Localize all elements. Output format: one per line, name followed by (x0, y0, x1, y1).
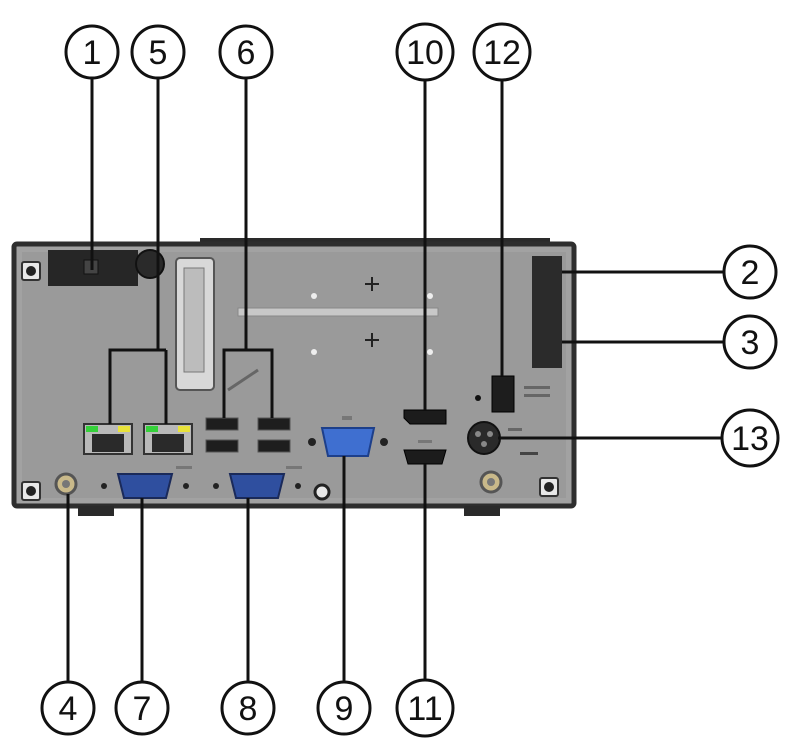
hdmi-label (418, 440, 432, 443)
callout-13: 13 (720, 408, 780, 468)
ground-screw-right-core (487, 478, 495, 486)
callout-1-label: 1 (83, 34, 102, 72)
displayport-port (403, 409, 447, 425)
round-power-connector (467, 421, 501, 455)
expansion-bracket-slot (183, 267, 205, 373)
screw-mid-bottom (313, 483, 331, 501)
chassis-inner-shade (22, 252, 566, 498)
hdmi-port (403, 449, 447, 465)
usb-port-2 (205, 439, 239, 453)
callout-12-label: 12 (483, 34, 521, 72)
serial-port-2 (213, 466, 302, 499)
usb-ports (205, 417, 291, 453)
callout-5: 5 (130, 24, 186, 80)
usb-port-3 (257, 417, 291, 431)
foot-left (78, 506, 114, 516)
callouts: 1 5 6 10 12 2 3 13 (40, 22, 780, 738)
power-button (135, 249, 165, 279)
round-pin-2 (487, 431, 493, 437)
usb-port-1 (205, 417, 239, 431)
callout-13-label: 13 (731, 420, 769, 458)
lan-2-led-yellow (178, 426, 190, 432)
lan-port-2 (143, 423, 193, 455)
callout-2: 2 (722, 244, 778, 300)
callout-2-label: 2 (741, 254, 760, 292)
lan-port-1 (83, 423, 133, 455)
plate-dots (311, 293, 433, 355)
usb-port-4 (257, 439, 291, 453)
vent-slot-1 (237, 307, 439, 317)
callout-10: 10 (395, 22, 455, 82)
bracket-clip (227, 368, 259, 392)
lan-1-led-green (86, 426, 98, 432)
callout-1: 1 (64, 24, 120, 80)
screw-bottom-right-head (544, 482, 554, 492)
callout-9: 9 (316, 680, 372, 736)
dc-power-connector (491, 375, 515, 413)
plate-markers (365, 277, 379, 347)
callout-11-label: 11 (407, 690, 442, 728)
round-pin-3 (481, 441, 487, 447)
corner-screws (21, 261, 559, 501)
leader-6b (246, 348, 274, 418)
callout-4-label: 4 (59, 690, 78, 728)
lan-1-led-yellow (118, 426, 130, 432)
callout-7: 7 (114, 680, 170, 736)
leader-5 (108, 78, 160, 424)
dc-connector-dot (475, 395, 481, 401)
leader-6 (222, 78, 248, 418)
screw-top-left-head (26, 266, 36, 276)
foot-right (464, 506, 500, 516)
round-pin-1 (475, 431, 481, 437)
callout-6-label: 6 (237, 34, 256, 72)
lan-2-led-green (146, 426, 158, 432)
callout-6: 6 (218, 24, 274, 80)
callout-9-label: 9 (335, 690, 354, 728)
callout-3: 3 (722, 314, 778, 370)
side-connector-strip (532, 256, 562, 368)
callout-4: 4 (40, 680, 96, 736)
vga-port (308, 416, 388, 457)
leader-lines (66, 78, 724, 682)
callout-5-label: 5 (149, 34, 168, 72)
callout-7-label: 7 (133, 690, 152, 728)
ground-symbol (520, 452, 538, 455)
callout-8: 8 (220, 680, 276, 736)
callout-11: 11 (395, 678, 455, 738)
round-connector-label (508, 428, 522, 431)
ground-screw-left-core (62, 480, 70, 488)
callout-3-label: 3 (741, 324, 760, 362)
callout-10-label: 10 (406, 34, 444, 72)
callout-12: 12 (472, 22, 532, 82)
serial-port-1 (101, 466, 192, 499)
screw-bottom-left-head (26, 486, 36, 496)
dc-connector-text (524, 386, 550, 397)
callout-8-label: 8 (239, 690, 258, 728)
